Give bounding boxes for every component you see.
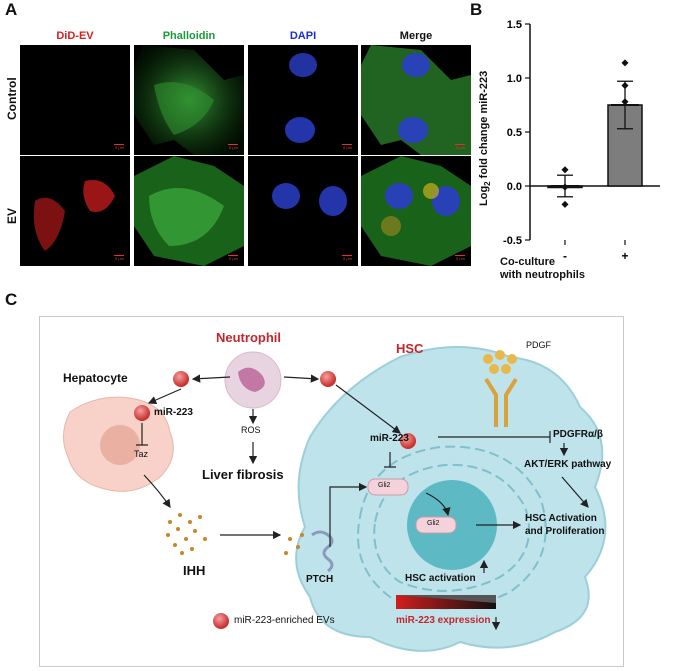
pdgfr-label: PDGFRα/β: [553, 429, 604, 440]
micrograph-control-dapi: 5 µm: [248, 45, 358, 155]
micrograph-ev-did-ev: 5 µm: [20, 156, 130, 266]
hepatocyte-label: Hepatocyte: [63, 371, 128, 385]
liver-fibrosis-label: Liver fibrosis: [202, 467, 284, 482]
ev-hepatocyte: [134, 405, 150, 421]
pdgf-ligand: [483, 350, 517, 374]
y-tick-label: 0.5: [507, 127, 522, 139]
mir223-hsc-label: miR-223: [370, 433, 409, 444]
x-tick-label: +: [621, 249, 628, 260]
row-label-control: Control: [5, 77, 19, 120]
channel-label-phalloidin: Phalloidin: [162, 30, 216, 42]
panel-a-label: A: [5, 0, 18, 19]
x-tick-label: -: [563, 249, 567, 260]
hsc-label: HSC: [396, 341, 424, 356]
ev-left: [173, 371, 189, 387]
y-tick-label: 0.0: [507, 181, 522, 193]
ptch-label: PTCH: [306, 574, 334, 585]
schematic-panel: Neutrophil HSC PDGF Hepatocyte miR-223 T…: [39, 316, 624, 667]
ev-hsc: [400, 433, 416, 449]
data-point: [561, 200, 569, 208]
data-point: [621, 59, 629, 67]
ros-label: ROS: [241, 425, 261, 435]
ev-legend: [213, 613, 229, 629]
gli2-box-cytoplasm: [367, 478, 409, 496]
ihh-label: IHH: [183, 563, 206, 578]
micrograph-control-merge: 5 µm: [361, 45, 471, 155]
data-point: [561, 183, 569, 191]
pdgf-label: PDGF: [526, 340, 552, 350]
micrograph-control-phalloidin: 5 µm: [134, 45, 244, 155]
data-point: [621, 98, 629, 106]
channel-label-merge: Merge: [399, 30, 433, 42]
ptch-receptor: [311, 530, 334, 573]
hsc-activation-proliferation-label: HSC Activation and Proliferation: [525, 513, 605, 537]
micrograph-ev-dapi: 5 µm: [248, 156, 358, 266]
mir223-hepatocyte-label: miR-223: [154, 407, 193, 418]
x-axis-label: Co-culture with neutrophils: [500, 256, 585, 281]
data-point: [621, 82, 629, 90]
legend-label: miR-223-enriched EVs: [234, 615, 335, 626]
micrograph-ev-merge: 5 µm: [361, 156, 471, 266]
bar-chart: -0.5 0.0 0.5 1.0 1.5 - +: [503, 19, 660, 260]
y-tick-label: 1.0: [507, 73, 522, 85]
gli2-box-nucleus: [415, 516, 457, 534]
ev-right: [320, 371, 336, 387]
neutrophil-label: Neutrophil: [216, 330, 281, 345]
mir223-expression-label: miR-223 expression: [396, 615, 491, 626]
y-tick-label: 1.5: [507, 19, 522, 31]
gli2-cytoplasm-label: Gli2: [378, 482, 391, 489]
panel-b-label: B: [470, 0, 483, 19]
channel-label-dapi: DAPI: [289, 30, 317, 42]
y-tick-label: -0.5: [503, 235, 522, 247]
ihh-particles: [166, 513, 304, 555]
pdgfr-receptor: [484, 377, 518, 427]
akt-erk-label: AKT/ERK pathway: [524, 459, 612, 470]
gli2-nucleus-label: Gli2: [427, 520, 440, 527]
panel-c-label: C: [5, 290, 18, 309]
channel-label-did-ev: DiD-EV: [56, 30, 94, 42]
taz-label: Taz: [134, 449, 149, 459]
data-point: [561, 166, 569, 174]
hsc-activation-label: HSC activation: [405, 573, 476, 584]
micrograph-control-did-ev: 5 µm: [20, 45, 130, 155]
micrograph-ev-phalloidin: 5 µm: [134, 156, 244, 266]
row-label-ev: EV: [5, 207, 19, 224]
